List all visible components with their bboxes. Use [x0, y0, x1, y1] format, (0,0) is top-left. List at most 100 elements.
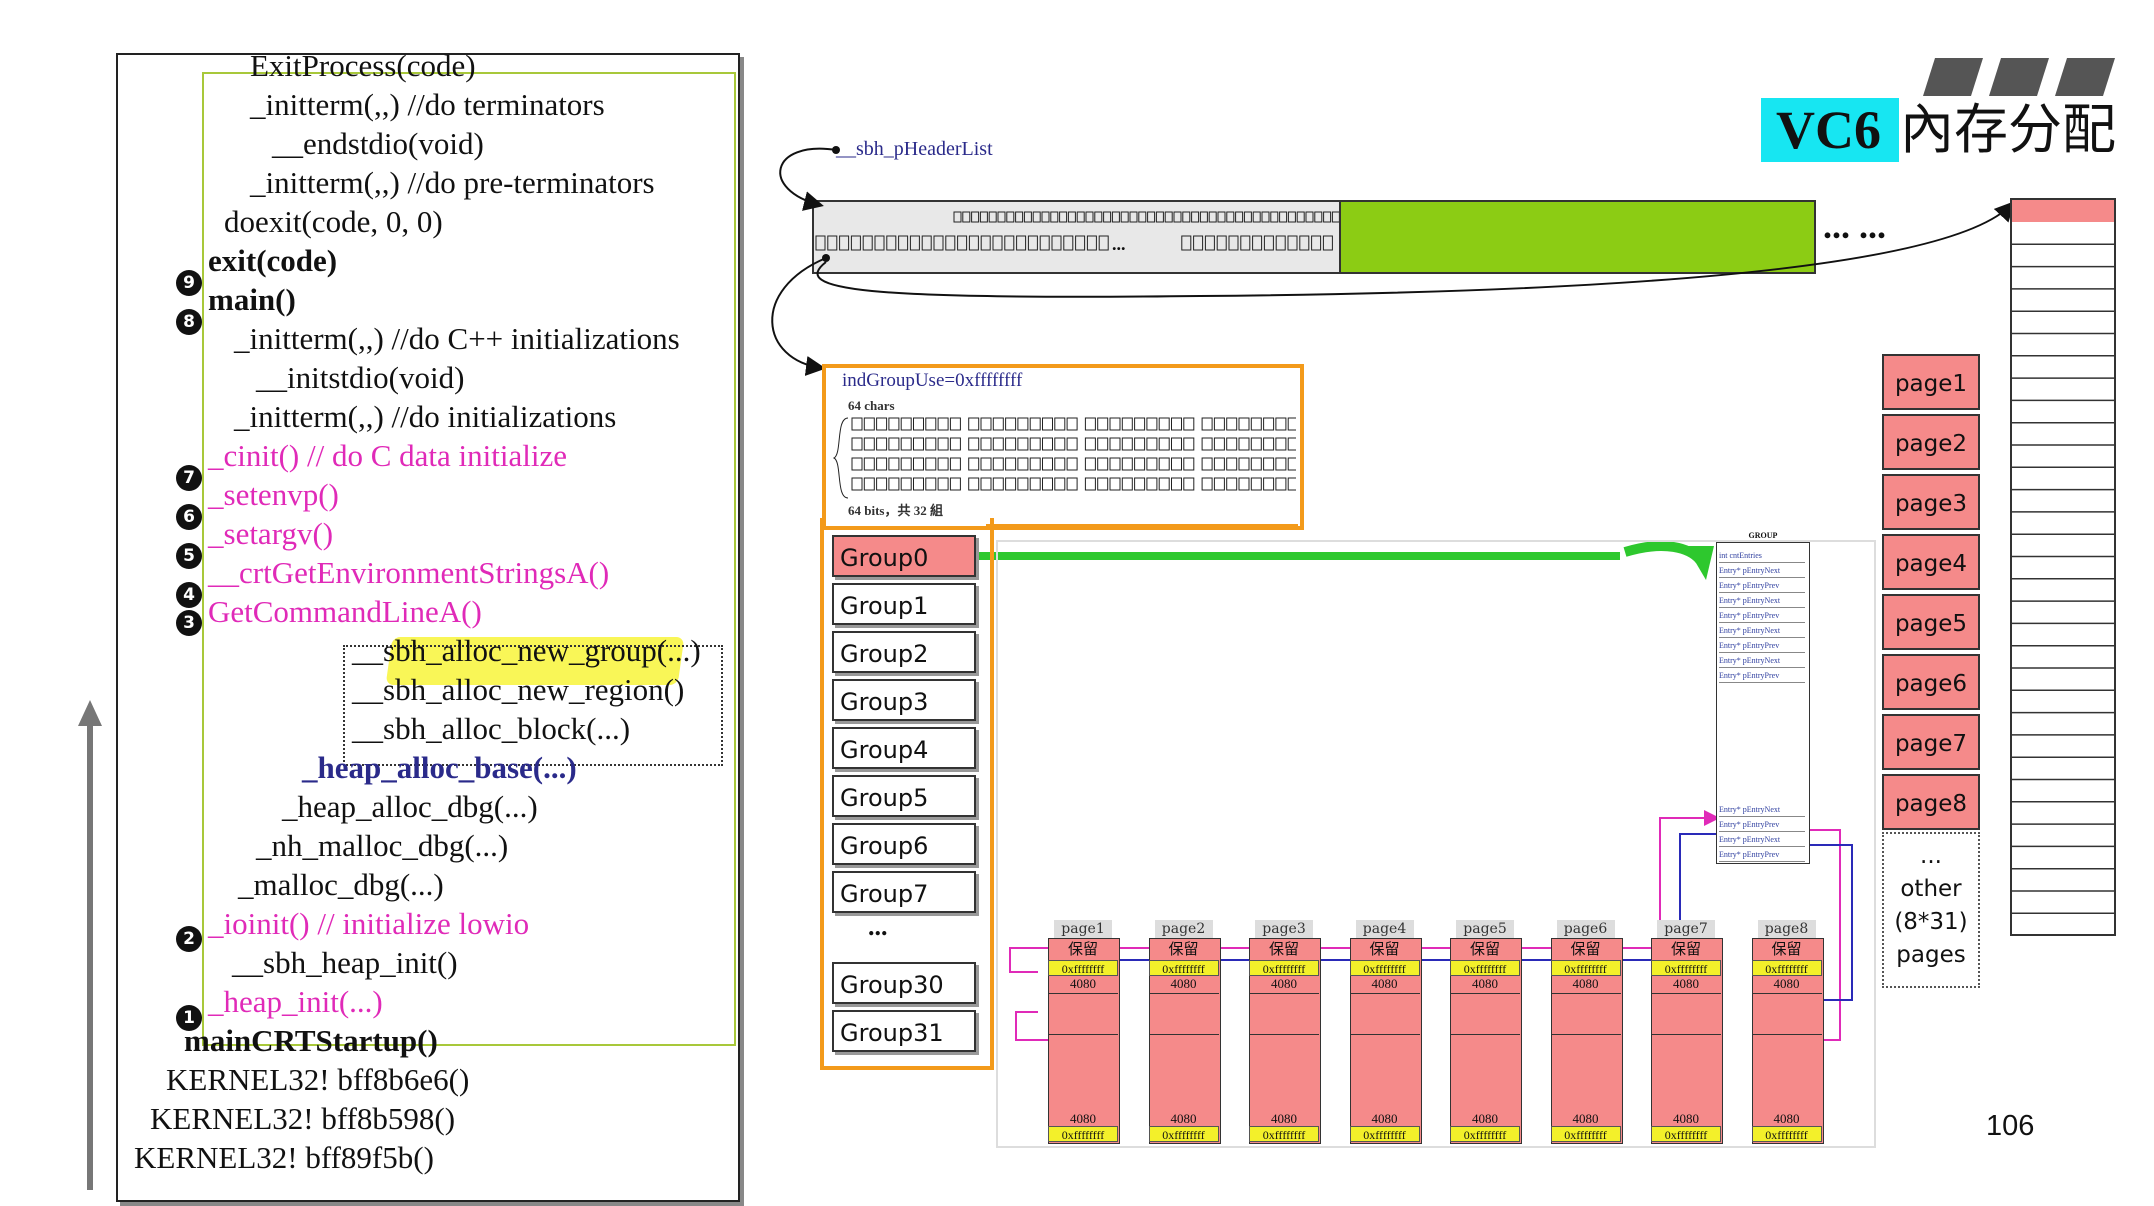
page-3: page3 [1882, 474, 1980, 530]
page-block-ff: 0xffffffff [1349, 960, 1420, 976]
group-1: Group1 [832, 583, 976, 625]
step-marker-7: 7 [176, 465, 202, 491]
call-direction-arrow-icon [78, 700, 102, 1190]
page-block-reserved: 保留 [1570, 940, 1601, 958]
title-decoration-icon [1923, 58, 2115, 96]
page-5: page5 [1882, 594, 1980, 650]
group-use-bitmap [832, 417, 1296, 499]
step-marker-9: 9 [176, 270, 202, 296]
page-block-size: 4080 [1472, 1111, 1498, 1126]
memory-table [2010, 198, 2116, 936]
group-struct-row: Entry* pEntryPrev [1719, 639, 1805, 653]
page-block-label: page1 [1054, 920, 1112, 938]
page-block-size: 4080 [1371, 1111, 1398, 1126]
group-struct-row: Entry* pEntryNext [1719, 833, 1805, 847]
page-block-entry [1349, 993, 1420, 1035]
page-block-size: 4080 [1572, 1111, 1599, 1126]
step-marker-5: 5 [176, 543, 202, 569]
group-6: Group6 [832, 823, 976, 865]
page-7: page7 [1882, 714, 1980, 770]
call-stack-line: __sbh_heap_init() [232, 945, 458, 980]
group-struct-row: Entry* pEntryNext [1719, 564, 1805, 578]
group-4: Group4 [832, 727, 976, 769]
page-block-entry [1450, 993, 1520, 1035]
step-marker-3: 3 [176, 610, 202, 636]
page-block-size: 4080 [1472, 976, 1498, 991]
group-struct-row: Entry* pEntryPrev [1719, 609, 1805, 623]
call-stack-line: _nh_malloc_dbg(...) [256, 828, 509, 863]
call-stack-line: _heap_alloc_base(...) [302, 750, 577, 785]
group-struct-row: Entry* pEntryPrev [1719, 818, 1805, 832]
group-struct-row: Entry* pEntryPrev [1719, 579, 1805, 593]
page-block-ff: 0xffffffff [1450, 1126, 1520, 1142]
page-block-entry [1751, 993, 1822, 1035]
group-struct-row: Entry* pEntryPrev [1719, 669, 1805, 683]
call-stack-line: _setenvp() [208, 477, 339, 512]
call-stack-line: exit(code) [208, 243, 338, 278]
call-stack-line: doexit(code, 0, 0) [224, 204, 443, 239]
header-entries: ... [815, 211, 1339, 254]
page-block-reserved: 保留 [1369, 940, 1400, 958]
page-block-label: page4 [1355, 920, 1414, 938]
call-stack-line: _initterm(,,) //do terminators [250, 87, 605, 122]
title-chinese: 內存分配 [1900, 98, 2116, 161]
call-stack-line: __crtGetEnvironmentStringsA() [208, 555, 610, 590]
page-block-ff: 0xffffffff [1651, 1126, 1721, 1142]
header-list-label: __sbh_pHeaderList [836, 138, 993, 160]
page-block-label: page6 [1556, 920, 1615, 938]
step-marker-4: 4 [176, 582, 202, 608]
page-block-entry [1651, 993, 1721, 1035]
page-6: page6 [1882, 654, 1980, 710]
group-2: Group2 [832, 631, 976, 673]
page-1: page1 [1882, 354, 1980, 410]
page-block-ff: 0xffffffff [1048, 1126, 1118, 1142]
call-stack-line: __initstdio(void) [256, 360, 465, 395]
page-block-ff: 0xffffffff [1751, 960, 1822, 976]
page-block-entry [1048, 993, 1118, 1035]
group-7: Group7 [832, 871, 976, 913]
page-block-ff: 0xffffffff [1148, 960, 1219, 976]
call-stack-line: KERNEL32! bff8b6e6() [166, 1062, 470, 1097]
group-use-box [822, 364, 1304, 530]
call-stack-line: _malloc_dbg(...) [238, 867, 444, 902]
sbh-alloc-group-box [343, 645, 723, 766]
page-block-entry [1550, 993, 1621, 1035]
page-block-ff: 0xffffffff [1148, 1126, 1219, 1142]
svg-text:...: ... [1112, 234, 1126, 254]
group-struct-row: Entry* pEntryNext [1719, 654, 1805, 668]
call-stack-line: _ioinit() // initialize lowio [208, 906, 530, 941]
other-pages-label: pages [1896, 942, 1966, 968]
page-block-size: 4080 [1070, 976, 1096, 991]
page-block-ff: 0xffffffff [1550, 960, 1621, 976]
group-struct-title: GROUP [1748, 531, 1778, 540]
page-block-reserved: 保留 [1670, 940, 1701, 958]
group-3: Group3 [832, 679, 976, 721]
page-block-label: page8 [1757, 920, 1816, 938]
page-block-size: 4080 [1271, 1111, 1297, 1126]
step-marker-8: 8 [176, 309, 202, 335]
call-stack-line: _cinit() // do C data initialize [208, 438, 567, 473]
group-31: Group31 [832, 1010, 976, 1052]
other-ellipsis: ... [1920, 843, 1942, 869]
page-block-size: 4080 [1673, 1111, 1699, 1126]
call-stack-line: _setargv() [208, 516, 334, 551]
call-stack-highlight-frame [202, 72, 736, 1046]
page-block-label: page2 [1154, 920, 1213, 938]
page-block-size: 4080 [1773, 976, 1800, 991]
page-block-size: 4080 [1170, 1111, 1197, 1126]
other-count: (8*31) [1894, 909, 1968, 935]
page-block-reserved: 保留 [1168, 940, 1199, 958]
page-block-ff: 0xffffffff [1048, 960, 1118, 976]
page-block-label: page5 [1456, 920, 1514, 938]
chars-label: 64 chars [848, 398, 895, 413]
group-30: Group30 [832, 962, 976, 1004]
step-marker-2: 2 [176, 926, 202, 952]
